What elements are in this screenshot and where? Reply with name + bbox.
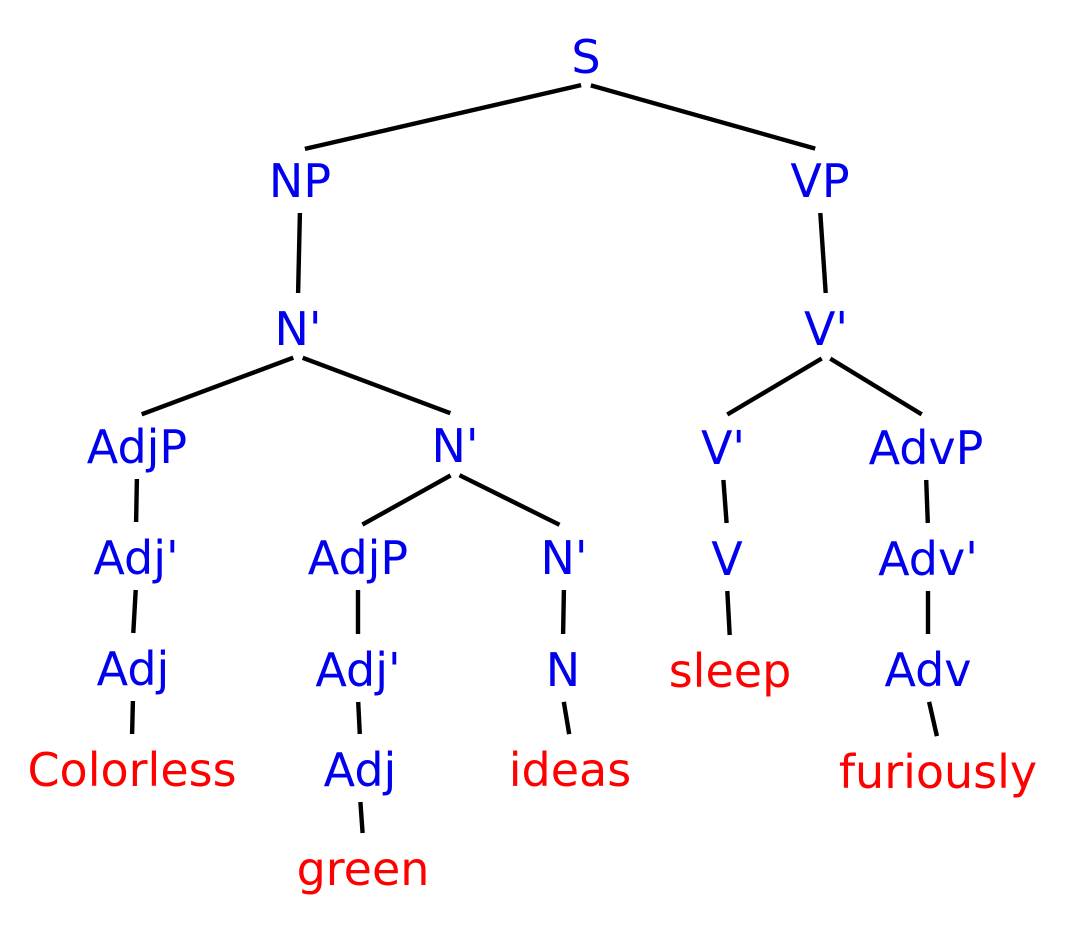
tree-node-Advbar: Adv' xyxy=(878,532,978,586)
tree-node-S: S xyxy=(571,30,600,84)
tree-node-AdjP1: AdjP xyxy=(87,420,187,474)
tree-node-AdvP: AdvP xyxy=(869,421,984,475)
tree-edge-Vbar2-V xyxy=(721,479,729,524)
tree-word-Colorless: Colorless xyxy=(27,743,236,797)
tree-edge-V-sleep xyxy=(725,590,732,636)
tree-node-VP: VP xyxy=(790,154,849,208)
tree-node-V: V xyxy=(711,532,743,586)
tree-edge-NP-Nbar1 xyxy=(295,212,303,294)
tree-node-Adj2: Adj xyxy=(324,743,397,797)
tree-edge-Adj1-Colorless xyxy=(129,700,136,735)
tree-edge-S-NP xyxy=(304,82,582,152)
tree-edge-Nbar3-N xyxy=(560,589,567,635)
tree-node-NP: NP xyxy=(269,154,331,208)
tree-edge-AdjP1-Adjbar1 xyxy=(133,478,140,523)
tree-node-Adj1: Adj xyxy=(97,642,170,696)
tree-word-ideas: ideas xyxy=(509,743,631,797)
tree-node-Nbar3: N' xyxy=(540,531,587,585)
tree-node-Adjbar1: Adj' xyxy=(93,531,178,585)
tree-word-green: green xyxy=(297,842,430,896)
tree-node-Adv: Adv xyxy=(884,643,971,697)
tree-edge-Vbar1-Vbar2 xyxy=(726,356,823,417)
tree-edge-N-ideas xyxy=(561,701,572,735)
tree-node-Vbar1: V' xyxy=(804,302,848,356)
tree-edges xyxy=(129,82,940,834)
tree-node-Nbar1: N' xyxy=(274,302,321,356)
tree-node-N: N xyxy=(546,643,580,697)
tree-node-Adjbar2: Adj' xyxy=(315,643,400,697)
tree-edge-S-VP xyxy=(590,83,816,151)
tree-edge-Vbar1-AdvP xyxy=(829,356,923,417)
tree-word-furiously: furiously xyxy=(839,745,1037,799)
tree-edge-AdvP-Advbar xyxy=(924,479,930,524)
tree-edge-Adj2-green xyxy=(358,801,365,834)
tree-node-AdjP2: AdjP xyxy=(308,531,408,585)
tree-word-sleep: sleep xyxy=(669,644,792,698)
tree-edge-Nbar1-AdjP1 xyxy=(140,355,295,417)
tree-edge-VP-Vbar1 xyxy=(818,212,828,294)
tree-edge-Nbar2-Nbar3 xyxy=(458,473,561,527)
tree-node-Nbar2: N' xyxy=(431,419,478,473)
tree-edge-Nbar1-Nbar2 xyxy=(301,355,452,416)
tree-edge-Adjbar2-Adj2 xyxy=(356,701,362,735)
tree-edge-Nbar2-AdjP2 xyxy=(361,473,452,527)
tree-edge-Adjbar1-Adj1 xyxy=(131,589,138,634)
tree-node-Vbar2: V' xyxy=(701,421,745,475)
tree-edge-Adv-furiously xyxy=(926,701,940,737)
